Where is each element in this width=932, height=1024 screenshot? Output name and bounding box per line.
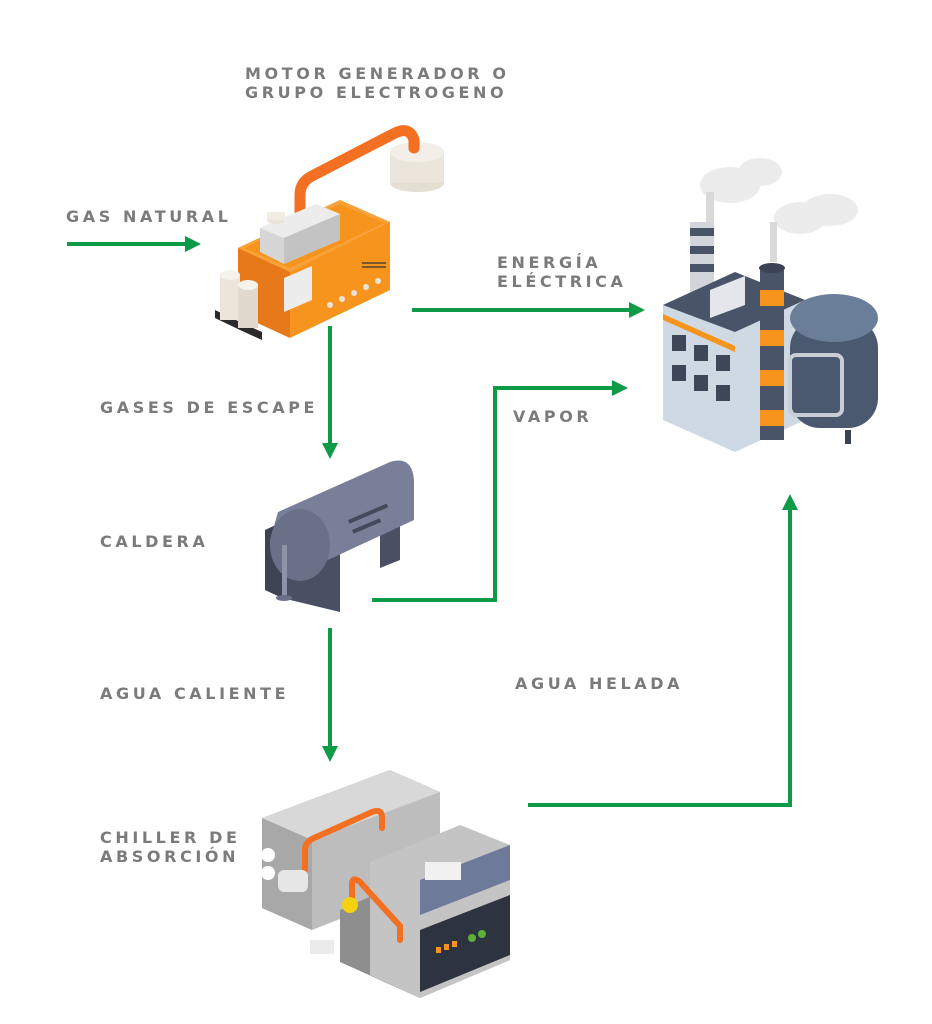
chiller-label-line2: absorción [100,847,240,866]
gases-escape-label: Gases de escape [100,398,319,417]
vapor-label: Vapor [513,407,593,426]
energia-electrica-label-line1: Energía [497,253,602,272]
gas-natural-label: Gas natural [66,207,232,226]
motor-label-line1: Motor generador o [245,64,510,83]
agua-helada-label: Agua helada [515,674,684,693]
vapor-arrow [372,380,628,602]
energia-electrica-label-line2: eléctrica [497,272,627,291]
chiller-label-line1: Chiller de [100,828,241,847]
caldera-label: Caldera [100,532,209,551]
agua-helada-arrow [528,494,798,807]
motor-label-line2: grupo electrogeno [245,83,508,102]
agua-caliente-label: Agua caliente [100,684,290,703]
